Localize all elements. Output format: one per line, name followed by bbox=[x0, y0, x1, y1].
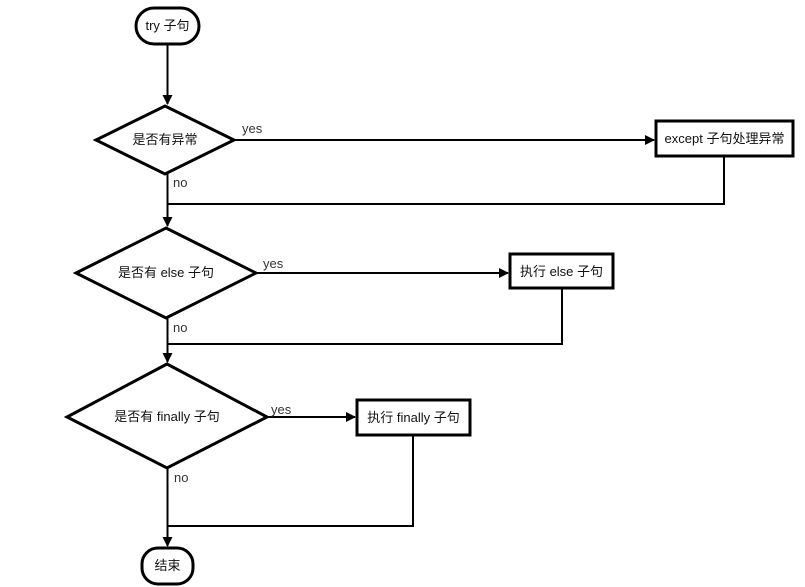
decision-finally-node bbox=[63, 362, 271, 470]
decision-else-node bbox=[72, 226, 260, 320]
label-else-no: no bbox=[173, 320, 187, 335]
process-else-label: 执行 else 子句 bbox=[520, 264, 603, 279]
decision-finally-label: 是否有 finally 子句 bbox=[114, 409, 219, 424]
process-except-label: except 子句处理异常 bbox=[665, 131, 785, 146]
edge-run-else-return bbox=[168, 288, 563, 345]
decision-exception-node bbox=[92, 104, 238, 176]
start-node-label: try 子句 bbox=[145, 18, 189, 33]
label-else-yes: yes bbox=[263, 256, 284, 271]
process-finally-label: 执行 finally 子句 bbox=[367, 410, 459, 425]
end-node-label: 结束 bbox=[154, 558, 180, 573]
label-exception-yes: yes bbox=[242, 121, 263, 136]
process-except-node bbox=[654, 119, 795, 158]
edge-run-finally-return bbox=[168, 435, 414, 527]
process-finally-node bbox=[355, 398, 472, 437]
label-exception-no: no bbox=[173, 175, 187, 190]
start-node bbox=[134, 6, 201, 46]
end-node bbox=[140, 546, 195, 586]
edge-except-return bbox=[168, 156, 725, 205]
label-finally-yes: yes bbox=[271, 402, 292, 417]
label-finally-no: no bbox=[174, 470, 188, 485]
decision-else-label: 是否有 else 子句 bbox=[118, 265, 214, 280]
decision-exception-label: 是否有异常 bbox=[132, 132, 197, 147]
process-else-node bbox=[508, 252, 615, 290]
